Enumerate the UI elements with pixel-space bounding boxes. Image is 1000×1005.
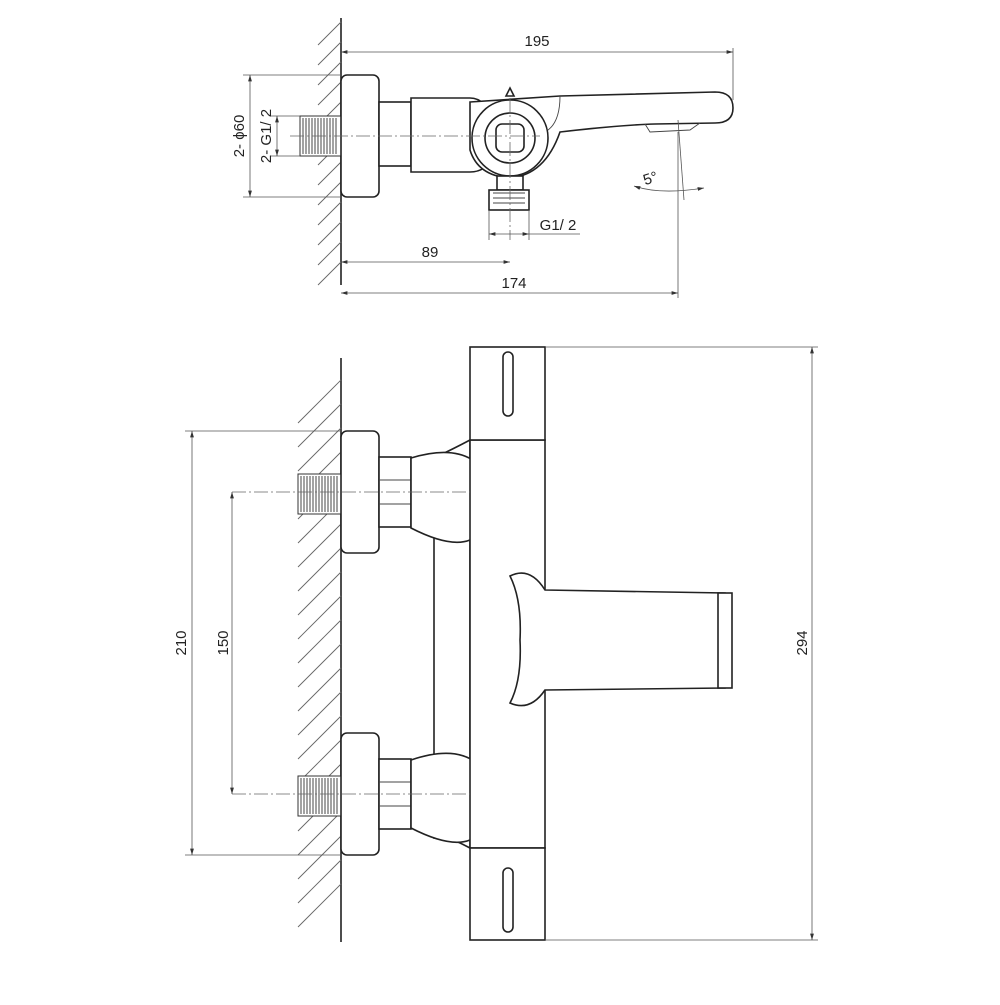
wall-hatch-front xyxy=(297,379,342,928)
spout-tip xyxy=(717,592,733,689)
dim-label-g12-inlet: 2- G1/ 2 xyxy=(258,109,275,163)
dim-label-210: 210 xyxy=(173,630,190,655)
inlet-thread-lower xyxy=(297,775,342,817)
dim-label-195: 195 xyxy=(524,33,549,50)
connector-nut-lower xyxy=(378,758,412,830)
dim-label-89: 89 xyxy=(422,244,439,261)
dim-label-174: 174 xyxy=(501,275,526,292)
dim-label-phi60: 2- ϕ60 xyxy=(231,115,248,158)
inlet-thread-upper xyxy=(297,473,342,515)
dim-label-5deg: 5° xyxy=(641,168,660,189)
dim-arc-5deg xyxy=(633,185,705,192)
spout-front xyxy=(508,572,726,707)
grip-slot-top xyxy=(502,351,514,417)
outlet-thread-top xyxy=(488,189,530,211)
front-view: 210 150 294 xyxy=(173,346,818,942)
top-view: 195 2- ϕ60 2- G1/ 2 G1/ 2 89 174 5° xyxy=(231,18,734,298)
spout-outlet xyxy=(644,122,701,133)
dim-label-294: 294 xyxy=(794,630,811,655)
dim-label-g12-outlet: G1/ 2 xyxy=(540,217,577,234)
dim-label-150: 150 xyxy=(215,630,232,655)
wall-hatch-top xyxy=(317,21,342,286)
connector-nut-top xyxy=(378,101,412,167)
grip-slot-bottom xyxy=(502,867,514,933)
